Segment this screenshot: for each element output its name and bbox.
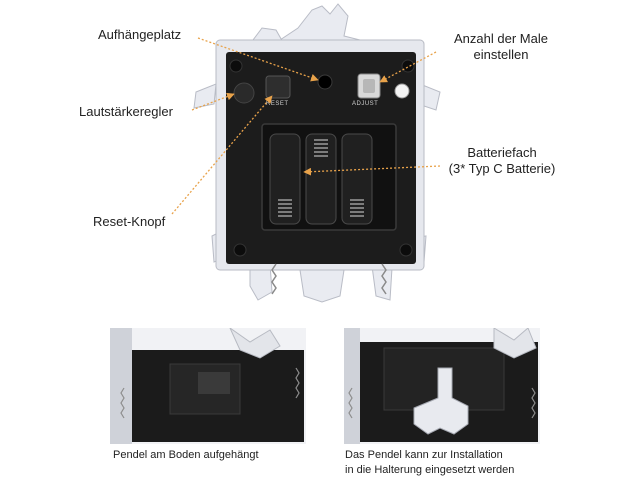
clock-housing [226,52,416,264]
reset-device-text: RESET [266,101,289,107]
chains [271,263,387,295]
reset-button-shape [265,75,291,99]
arrow-reset-button [171,95,273,215]
arrow-chime-count [379,51,437,83]
chime-count-line2: einstellen [473,47,529,62]
screw-top-left [229,59,243,73]
right-photo-caption: Das Pendel kann zur Installation in die … [345,448,514,478]
right-caption-line2: in die Halterung eingesetzt werden [345,464,515,476]
screw-bottom-right [399,243,413,257]
chime-count-label: Anzahl der Male einstellen [436,31,566,63]
hanging-hole [317,74,333,90]
battery-compartment [261,123,397,231]
adjust-button-shape [357,73,381,99]
hanging-spot-label: Aufhängeplatz [98,27,182,42]
arrow-volume-control [191,92,235,111]
adjust-sticker [394,83,410,99]
chime-count-line1: Anzahl der Male [454,31,548,46]
photo-pendulum-hanging [110,328,306,444]
arrow-battery [303,165,441,176]
photo-pendulum-installation [344,328,540,444]
left-photo-caption: Pendel am Boden aufgehängt [113,449,259,461]
right-caption-line1: Das Pendel kann zur Installation [345,449,503,461]
arrow-hanging-spot [197,37,319,82]
battery-line2: (3* Typ C Batterie) [448,161,556,176]
battery-compartment-label: Batteriefach (3* Typ C Batterie) [440,145,564,177]
screw-bottom-left [233,243,247,257]
screw-top-right [401,59,415,73]
adjust-device-text: ADJUST [352,101,379,107]
reset-button-label: Reset-Knopf [93,214,166,229]
clock-frame [215,39,425,271]
battery-line1: Batteriefach [467,145,537,160]
volume-control-label: Lautstärkeregler [79,104,173,119]
battery-springs [278,139,364,217]
volume-knob [233,82,255,104]
carved-frame [193,3,441,303]
